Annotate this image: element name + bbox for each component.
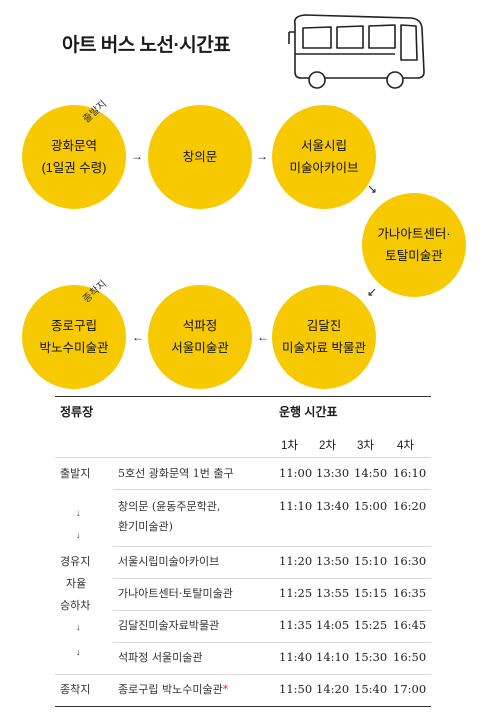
table-top-rule: [55, 396, 431, 397]
stop-circle-seokpajeong: 석파정 서울미술관: [148, 285, 252, 389]
table-bottom-rule: [55, 706, 431, 707]
table-cell-time: 16:10: [393, 466, 427, 480]
table-cell-time: 14:50: [354, 466, 388, 480]
stop-column-header: 정류장: [60, 405, 94, 419]
table-row-name: 창의문 (윤동주문학관, 환기미술관): [118, 500, 221, 533]
table-row-name: 김달진미술자료박물관: [118, 619, 220, 632]
table-row-name: 서울시립미술아카이브: [118, 555, 220, 568]
table-row-name: 가나아트센터·토탈미술관: [118, 587, 233, 600]
table-cell-time: 16:20: [393, 499, 427, 513]
trip-header-2: 2차: [319, 440, 336, 452]
arrow-left-1: ←: [257, 330, 269, 344]
table-cell-time: 15:15: [354, 586, 388, 600]
header-rule: [55, 457, 431, 458]
table-cell-time: 11:35: [279, 618, 313, 632]
table-row-name: 석파정 서울미술관: [118, 651, 203, 664]
trip-header-3: 3차: [357, 440, 374, 452]
table-cell-time: 13:40: [316, 499, 350, 513]
table-cell-time: 16:35: [393, 586, 427, 600]
table-cell-time: 15:40: [354, 682, 388, 696]
stop-circle-gwanghwamun: 광화문역 (1일권 수령): [22, 105, 126, 209]
arrow-down-left: ↙: [367, 285, 378, 299]
category-arrow-4: ↓: [76, 647, 81, 657]
row-rule: [113, 610, 431, 611]
row-rule: [113, 546, 431, 547]
table-cell-time: 11:50: [279, 682, 313, 696]
category-arrow-3: ↓: [76, 622, 81, 632]
footnote-star: *: [222, 683, 229, 696]
arrow-left-2: ←: [132, 330, 144, 344]
table-cell-time: 15:30: [354, 650, 388, 664]
table-cell-time: 11:40: [279, 650, 313, 664]
table-cell-time: 13:30: [316, 466, 350, 480]
table-cell-time: 15:25: [354, 618, 388, 632]
stop-circle-changuimun: 창의문: [148, 105, 252, 209]
table-cell-time: 17:00: [393, 682, 427, 696]
row-rule: [113, 489, 431, 490]
table-cell-time: 13:55: [316, 586, 350, 600]
row-rule: [113, 578, 431, 579]
table-cell-time: 15:10: [354, 554, 388, 568]
category-via-2: 자율: [66, 577, 87, 590]
table-cell-time: 13:50: [316, 554, 350, 568]
category-end: 종착지: [60, 683, 91, 696]
arrow-right-2: →: [256, 149, 268, 163]
table-cell-time: 11:00: [279, 466, 313, 480]
table-cell-time: 15:00: [354, 499, 388, 513]
bus-icon: [288, 14, 425, 89]
category-arrow-2: ↓: [76, 530, 81, 540]
category-start: 출발지: [60, 467, 91, 480]
stop-circle-seoul-archive: 서울시립 미술아카이브: [272, 105, 376, 209]
category-via-1: 경유지: [60, 555, 91, 568]
table-row-name: 5호선 광화문역 1번 출구: [118, 467, 234, 480]
stop-circle-parknosoo: 종로구립 박노수미술관: [22, 285, 126, 389]
stop-circle-gana-total: 가나아트센터· 토탈미술관: [362, 193, 466, 297]
table-cell-time: 11:20: [279, 554, 313, 568]
table-cell-time: 14:05: [316, 618, 350, 632]
table-cell-time: 14:20: [316, 682, 350, 696]
table-cell-time: 16:45: [393, 618, 427, 632]
row-rule: [113, 642, 431, 643]
row-rule: [55, 674, 431, 675]
stop-circle-kimdaljin: 김달진 미술자료 박물관: [272, 285, 376, 389]
trip-header-1: 1차: [281, 440, 298, 452]
table-cell-time: 16:50: [393, 650, 427, 664]
trip-header-4: 4차: [397, 440, 414, 452]
table-cell-time: 11:25: [279, 586, 313, 600]
table-row-name: 종로구립 박노수미술관*: [118, 683, 229, 696]
arrow-right-1: →: [131, 149, 143, 163]
category-arrow-1: ↓: [76, 508, 81, 518]
arrow-down-right: ↘: [367, 182, 378, 196]
schedule-column-header: 운행 시간표: [279, 405, 338, 419]
page-title: 아트 버스 노선·시간표: [62, 35, 231, 56]
table-cell-time: 11:10: [279, 499, 313, 513]
table-cell-time: 14:10: [316, 650, 350, 664]
table-cell-time: 16:30: [393, 554, 427, 568]
category-via-3: 승하차: [60, 599, 91, 612]
